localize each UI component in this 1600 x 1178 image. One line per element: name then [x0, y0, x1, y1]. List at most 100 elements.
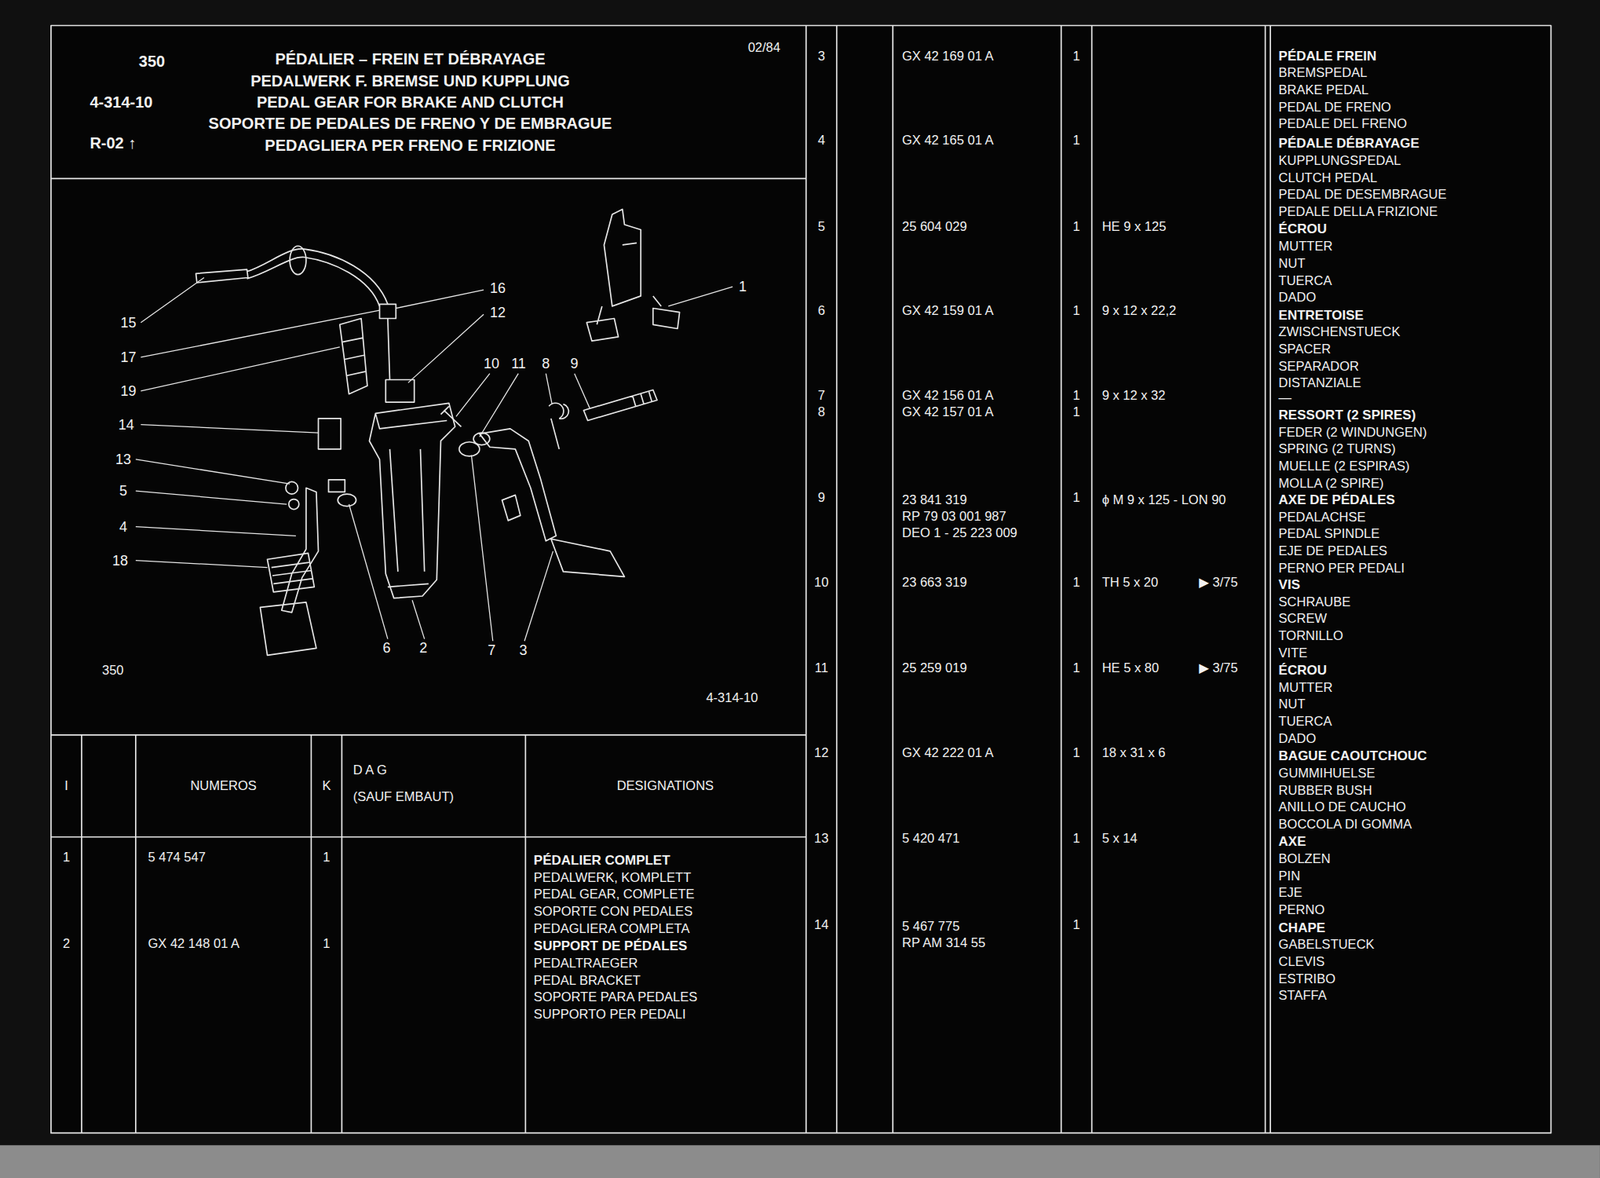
table-cell: 7 [818, 389, 826, 403]
callout-number: 9 [570, 355, 579, 371]
table-cell: SUPPORT DE PÉDALES [533, 938, 688, 954]
table-cell: RP AM 314 55 [902, 935, 986, 950]
table-cell: 5 420 471 [902, 832, 960, 846]
header-text: PEDAGLIERA PER FRENO E FRIZIONE [264, 136, 556, 154]
table-cell: ÉCROU [1278, 663, 1327, 678]
table-cell: 13 [814, 832, 829, 846]
table-cell: PEDALACHSE [1278, 510, 1367, 524]
table-cell: PEDAL SPINDLE [1278, 527, 1381, 541]
table-cell: ANILLO DE CAUCHO [1278, 800, 1407, 815]
nut [288, 499, 300, 510]
table-cell: EJE [1278, 886, 1303, 900]
callout-number: 6 [382, 640, 391, 656]
table-cell: 9 x 12 x 32 [1102, 389, 1166, 403]
table-cell: CHAPE [1278, 920, 1327, 936]
table-cell: PERNO PER PEDALI [1278, 561, 1405, 575]
table-cell: 25 259 019 [902, 661, 968, 676]
table-cell: GX 42 148 01 A [148, 937, 241, 951]
callout-number: 15 [120, 314, 136, 330]
table-cell: PEDAGLIERA COMPLETA [533, 921, 691, 936]
cable-clip [289, 245, 307, 274]
table-cell: GX 42 222 01 A [902, 746, 994, 760]
table-cell: DEO 1 - 25 223 009 [902, 526, 1018, 540]
table-cell: AXE DE PÉDALES [1278, 493, 1396, 508]
leader-lines [135, 277, 733, 642]
table-cell: BREMSPEDAL [1278, 66, 1368, 81]
table-cell: HE 9 x 125 [1102, 219, 1167, 234]
table-cell: 1 [1073, 304, 1081, 318]
table-cell: K [321, 778, 331, 793]
table-cell: 12 [814, 746, 829, 760]
table-cell: 5 x 14 [1102, 832, 1138, 846]
table-cell: EJE DE PEDALES [1278, 544, 1388, 558]
table-cell: ▶ 3/75 [1198, 661, 1238, 676]
callout-number: 18 [112, 552, 128, 568]
table-cell: SPACER [1278, 342, 1332, 356]
table-cell: D A G [353, 763, 388, 778]
header-text: 350 [138, 53, 165, 70]
table-cell: VIS [1278, 577, 1301, 592]
film-edge [0, 1144, 1600, 1178]
table-cell: BRAKE PEDAL [1278, 83, 1370, 97]
callout-number: 19 [120, 383, 136, 399]
table-cell: 350 [102, 663, 125, 677]
table-cell: 1 [1073, 661, 1081, 676]
table-cell: 1 [1073, 49, 1081, 63]
cable-ferrule [379, 303, 414, 402]
table-cell: PEDALTRAEGER [533, 956, 639, 970]
header-text: 4-314-10 [89, 94, 153, 111]
bush [473, 432, 490, 446]
header-text: PEDAL GEAR FOR BRAKE AND CLUTCH [256, 94, 564, 111]
exploded-illustration [196, 208, 680, 655]
callout-number: 17 [120, 349, 136, 365]
table-cell: 23 663 319 [902, 576, 968, 590]
table-cell: PEDAL DE DESEMBRAGUE [1278, 188, 1447, 202]
table-cell: 1 [322, 850, 330, 864]
table-cell: VITE [1278, 646, 1308, 660]
table-cell: AXE [1278, 834, 1307, 849]
table-cell: 5 474 547 [148, 850, 206, 864]
table-cell: BOLZEN [1278, 851, 1331, 866]
table-cell: 1 [1073, 917, 1081, 932]
table-cell: ZWISCHENSTUECK [1278, 325, 1401, 340]
table-cell: MOLLA (2 SPIRE) [1278, 476, 1385, 490]
table-cell: TUERCA [1278, 714, 1333, 728]
cable [196, 248, 388, 307]
callout-number: 7 [487, 642, 496, 658]
table-cell: PEDALE DELLA FRIZIONE [1278, 204, 1439, 219]
table-cell: SEPARADOR [1278, 359, 1359, 373]
table-cell: MUELLE (2 ESPIRAS) [1278, 459, 1411, 473]
table-cell: 1 [1073, 491, 1081, 505]
table-cell: GX 42 159 01 A [902, 304, 994, 318]
table-cell: CLEVIS [1278, 954, 1326, 969]
table-cell: SUPPORTO PER PEDALI [533, 1008, 687, 1022]
table-cell: 9 [818, 491, 826, 505]
callout-number: 2 [419, 640, 428, 656]
table-cell: ÉCROU [1278, 222, 1327, 237]
table-cell: PEDALWERK, KOMPLETT [533, 870, 691, 885]
callout-number: 11 [511, 355, 527, 371]
table-cell: ϕ M 9 x 125 - LON 90 [1102, 493, 1227, 507]
callout-number: 5 [119, 483, 128, 499]
callout-number: 16 [489, 280, 506, 296]
table-cell: SPRING (2 TURNS) [1278, 442, 1396, 457]
table-cell: DADO [1278, 731, 1317, 746]
table-cell: 1 [62, 850, 70, 864]
callout-number: 3 [519, 642, 528, 658]
sheet-drawing [0, 25, 1600, 1178]
table-cell: 4-314-10 [705, 690, 758, 705]
table-cell: DESIGNATIONS [617, 778, 714, 793]
table-cell: 4 [818, 134, 826, 148]
table-cell: TORNILLO [1278, 628, 1344, 643]
table-cell: GABELSTUECK [1278, 938, 1375, 952]
clutch-pedal [259, 487, 318, 655]
header-text: SOPORTE DE PEDALES DE FRENO Y DE EMBRAGU… [208, 115, 613, 132]
table-cell: 02/84 [748, 40, 781, 55]
table-cell: 1 [1073, 405, 1081, 419]
spacer [337, 493, 356, 507]
table-cell: GUMMIHUELSE [1278, 766, 1376, 780]
table-cell: 9 x 12 x 22,2 [1102, 304, 1177, 318]
callout-number: 4 [119, 518, 128, 534]
table-cell: STAFFA [1278, 989, 1327, 1003]
table-cell: GX 42 156 01 A [902, 389, 994, 403]
